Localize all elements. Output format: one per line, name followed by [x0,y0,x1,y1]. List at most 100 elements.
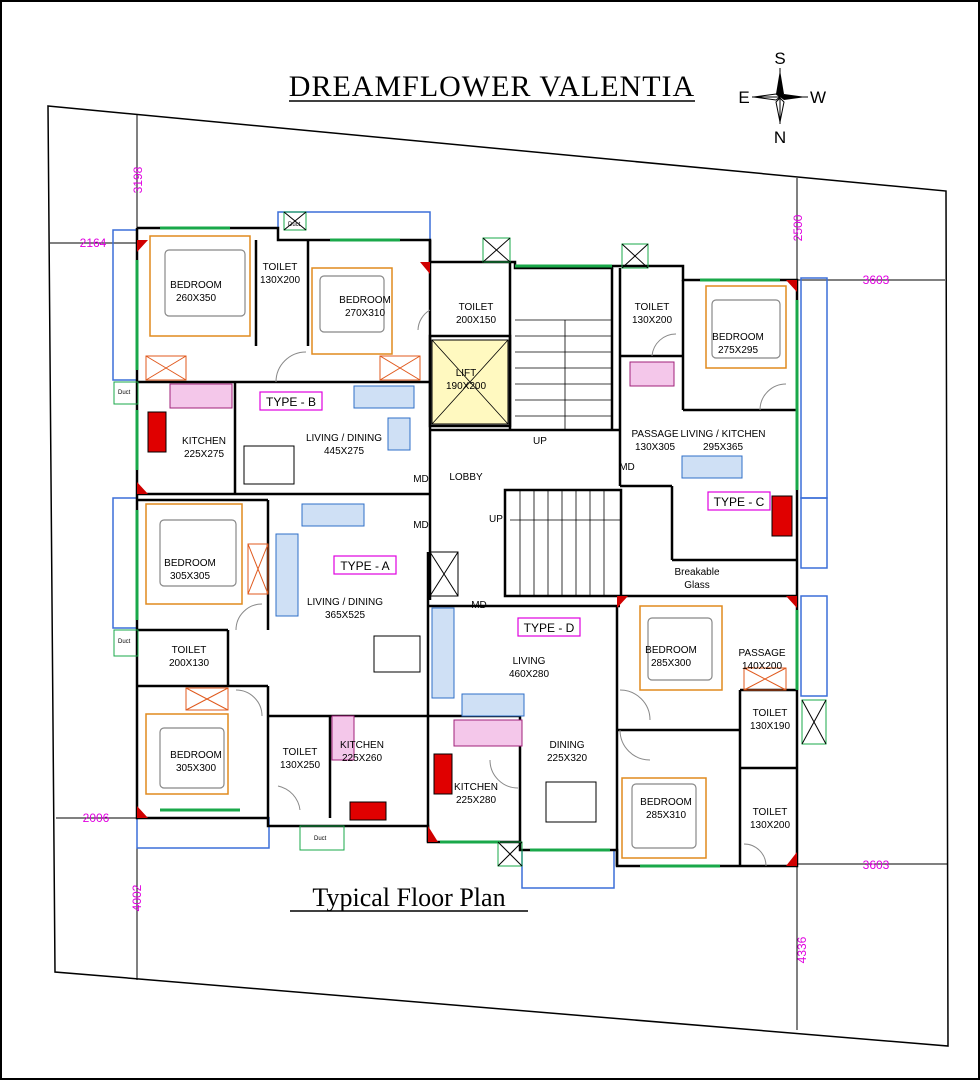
room-size-d-passage: 140X200 [742,661,782,672]
column-markers [137,240,797,866]
duct-label: Duct [288,222,301,228]
room-name-c-living: LIVING / KITCHEN [680,429,765,440]
duct-icons [113,211,827,867]
kitchen-sink-icons [147,411,793,821]
room-size-d-dining: 225X320 [547,753,587,764]
room-size-b1-bed1: 260X350 [176,293,216,304]
lobby-label: LOBBY [449,472,483,483]
room-size-c-toilet: 130X200 [632,315,672,326]
compass-icon: S N E W [738,49,826,147]
breakable-glass-label: Glass [684,580,710,591]
sofa-icons [275,385,743,717]
room-name-lift: LIFT [456,368,477,379]
room-name-c-bed: BEDROOM [712,332,764,343]
plan-title: DREAMFLOWER VALENTIA [289,70,695,103]
dining-table-icons [243,445,597,823]
room-name-d-kitchen: KITCHEN [454,782,498,793]
dim-2164: 2164 [80,236,107,250]
compass-n: N [774,128,786,147]
stair-up-label: UP [533,436,547,447]
main-door-label: MD [471,600,487,611]
type-label-boxes [259,391,771,637]
room-size-a-toilet2: 130X250 [280,760,320,771]
dim-3603-bottom: 3603 [863,858,890,872]
door-icons [235,309,787,867]
dim-4002: 4002 [130,884,144,911]
room-size-d-toilet1: 130X190 [750,721,790,732]
setback-dimensions [50,115,947,1030]
type-c-label: TYPE - C [714,495,765,509]
type-d-label: TYPE - D [524,621,575,635]
room-size-d-bed2: 285X310 [646,810,686,821]
room-size-a-bed1: 305X305 [170,571,210,582]
room-size-lift: 190X200 [446,381,486,392]
room-name-b1-toilet: TOILET [263,262,298,273]
room-labels: BEDROOM260X350TOILET130X200BEDROOM270X31… [164,262,790,831]
room-name-a-toilet2: TOILET [283,747,318,758]
room-name-b-kitchen: KITCHEN [182,436,226,447]
room-name-c-toilet-top: TOILET [459,302,494,313]
type-a-label: TYPE - A [340,559,389,573]
cabinet-icons [169,361,675,761]
main-door-label: MD [619,462,635,473]
room-name-d-toilet1: TOILET [753,708,788,719]
room-size-d-toilet2: 130X200 [750,820,790,831]
room-name-a-toilet1: TOILET [172,645,207,656]
room-name-c-toilet: TOILET [635,302,670,313]
room-name-a-kitchen: KITCHEN [340,740,384,751]
room-name-b-living: LIVING / DINING [306,433,382,444]
room-name-c-passage: PASSAGE [631,429,678,440]
main-door-label: MD [413,520,429,531]
room-name-a-living: LIVING / DINING [307,597,383,608]
room-name-d-living: LIVING [513,656,546,667]
room-size-c-toilet-top: 200X150 [456,315,496,326]
room-size-c-bed: 275X295 [718,345,758,356]
room-size-a-living: 365X525 [325,610,365,621]
plan-subtitle: Typical Floor Plan [312,883,505,912]
room-name-d-bed1: BEDROOM [645,645,697,656]
bed-icons [145,235,787,859]
dim-2500: 2500 [791,214,805,241]
room-name-b1-bed2: BEDROOM [339,295,391,306]
compass-e: E [738,88,749,107]
room-name-d-dining: DINING [550,740,585,751]
type-b-label: TYPE - B [266,395,316,409]
duct-label: Duct [118,639,131,645]
room-size-b-kitchen: 225X275 [184,449,224,460]
site-boundary [47,105,949,1047]
dim-3198: 3198 [131,166,145,193]
dim-4336: 4336 [795,936,809,963]
staircase [510,319,620,596]
stair-up-label: UP [489,514,503,525]
room-size-a-bed2: 305X300 [176,763,216,774]
room-name-d-passage: PASSAGE [738,648,785,659]
lift-shaft [431,339,509,425]
breakable-glass-label: Breakable [674,567,719,578]
dim-2006: 2006 [83,811,110,825]
room-size-a-toilet1: 200X130 [169,658,209,669]
room-name-b1-bed1: BEDROOM [170,280,222,291]
room-name-d-bed2: BEDROOM [640,797,692,808]
room-size-d-kitchen: 225X280 [456,795,496,806]
room-name-a-bed1: BEDROOM [164,558,216,569]
main-door-label: MD [413,474,429,485]
room-size-c-living: 295X365 [703,442,743,453]
dim-3603-top: 3603 [863,273,890,287]
room-size-a-kitchen: 225X260 [342,753,382,764]
room-name-a-bed2: BEDROOM [170,750,222,761]
duct-label: Duct [314,836,327,842]
room-size-d-living: 460X280 [509,669,549,680]
room-size-b1-bed2: 270X310 [345,308,385,319]
compass-w: W [810,88,826,107]
room-size-d-bed1: 285X300 [651,658,691,669]
room-size-b-living: 445X275 [324,446,364,457]
room-name-d-toilet2: TOILET [753,807,788,818]
wardrobe-icons [145,355,787,711]
windows [135,226,799,868]
compass-s: S [774,49,785,68]
duct-label: Duct [118,390,131,396]
room-size-c-passage: 130X305 [635,442,675,453]
